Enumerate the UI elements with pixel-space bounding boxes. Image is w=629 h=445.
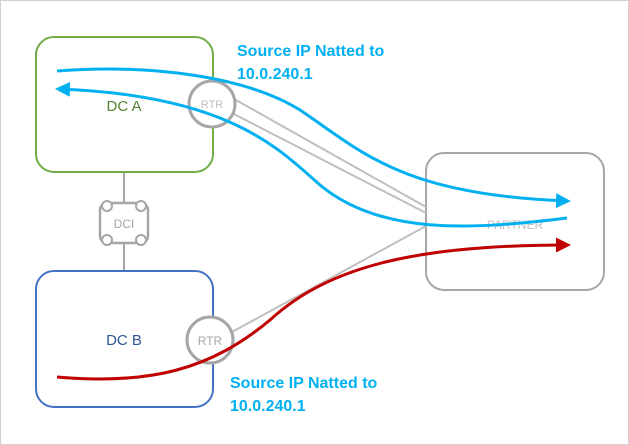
flow-outbound-red: [56, 237, 571, 381]
nat-bottom-line1: Source IP Natted to: [230, 375, 378, 392]
nat-top-line1: Source IP Natted to: [237, 43, 385, 60]
rtr-b-partner-link: [231, 225, 427, 333]
nat-top-line2: 10.0.240.1: [237, 66, 313, 83]
rtr-a-label: RTR: [201, 99, 223, 111]
dci-node: DCI: [98, 200, 150, 246]
partner-box: [425, 152, 605, 291]
rtr-a-partner-link-2: [231, 112, 427, 214]
dci-label: DCI: [114, 217, 135, 231]
flow-return-blue: [55, 81, 568, 228]
rtr-b-label: RTR: [198, 334, 223, 348]
nat-bottom-line2: 10.0.240.1: [230, 398, 306, 415]
rtr-a-node: [187, 79, 237, 129]
rtr-a-partner-link-1: [235, 99, 427, 208]
dc-b-label: DC B: [106, 332, 142, 349]
flow-outbound-blue: [56, 67, 571, 209]
dc-a-label: DC A: [106, 98, 141, 115]
